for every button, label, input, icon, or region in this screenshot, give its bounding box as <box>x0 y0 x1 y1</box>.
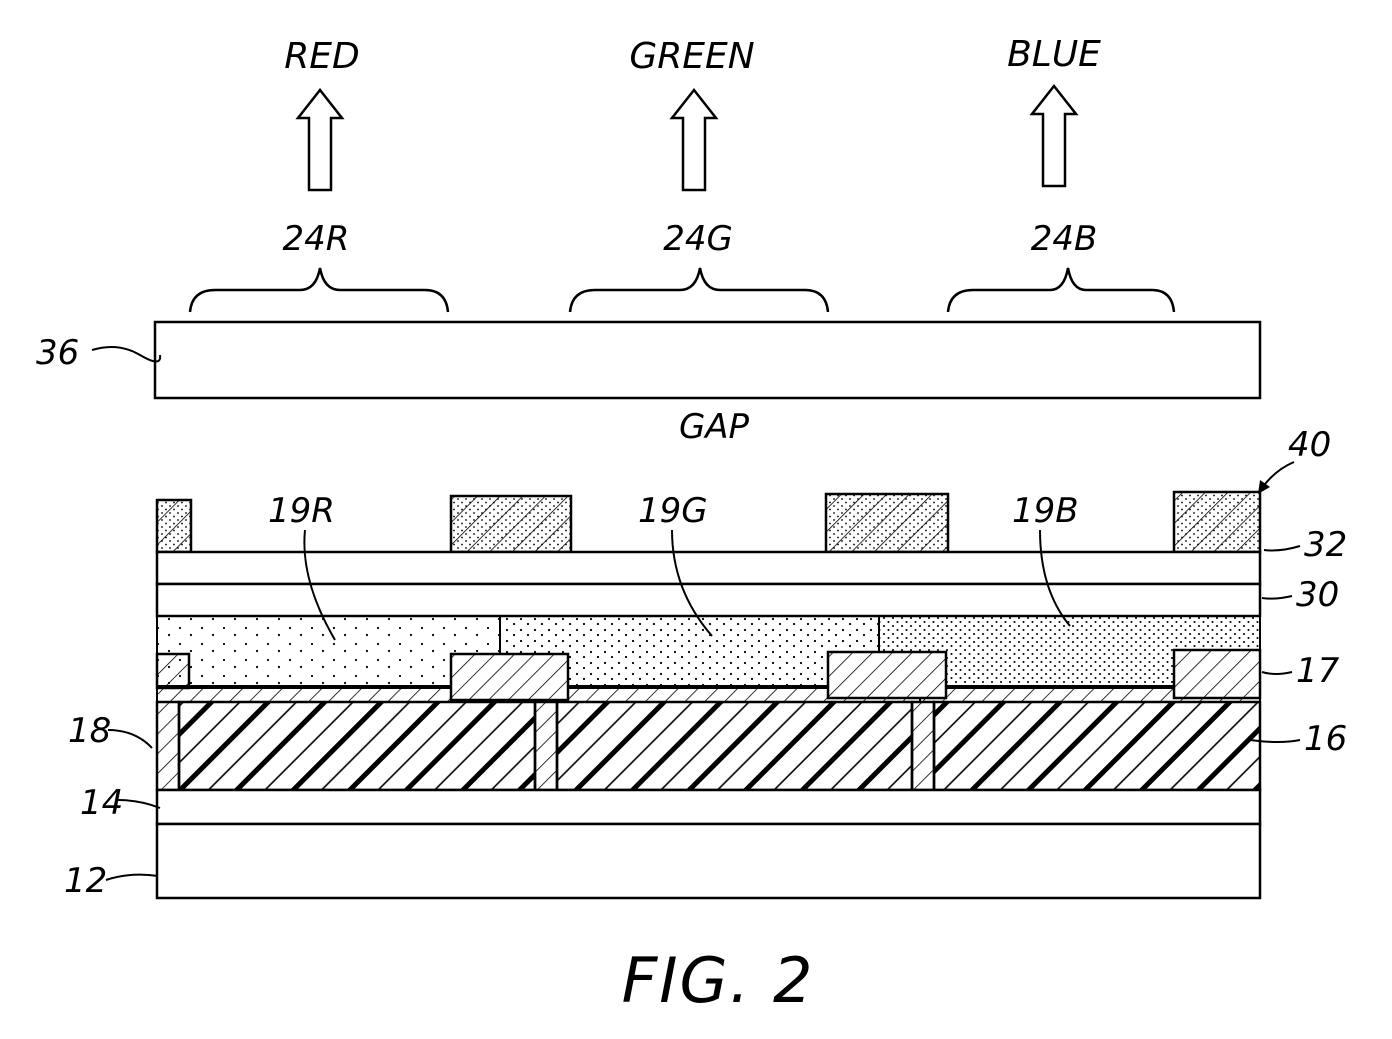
layer-30 <box>157 584 1260 616</box>
leader-line-16 <box>1250 740 1300 742</box>
sidewall-18 <box>535 702 557 790</box>
gap-label: GAP <box>679 407 750 447</box>
emission-label-blue: BLUE <box>1007 34 1101 75</box>
leader-line-30 <box>1262 596 1292 599</box>
region-label-24g: 24G <box>663 219 733 259</box>
ref-label-40: 40 <box>1288 425 1331 465</box>
brace-icon <box>570 268 828 312</box>
brace-icon <box>948 268 1174 312</box>
ref-label-14: 14 <box>80 783 123 823</box>
ref-label-36: 36 <box>36 333 79 373</box>
region-24g: 24G <box>570 219 828 312</box>
top-plate-36 <box>155 322 1260 398</box>
leader-arrow-40 <box>1262 462 1294 488</box>
emission-label-red: RED <box>284 36 359 77</box>
region-label-24b: 24B <box>1031 219 1098 259</box>
up-arrow-icon <box>672 90 716 190</box>
block-16 <box>934 702 1260 790</box>
emission-red: RED <box>284 36 359 190</box>
sidewall-18 <box>157 702 179 790</box>
region-label-24r: 24R <box>283 219 350 259</box>
leader-line-17 <box>1262 672 1292 674</box>
emission-green: GREEN <box>629 36 754 190</box>
organic-label-19g: 19G <box>638 491 708 531</box>
ref-label-18: 18 <box>68 711 111 751</box>
substrate-12 <box>157 824 1260 898</box>
leader-line-36 <box>92 347 160 362</box>
up-arrow-icon <box>298 90 342 190</box>
organic-label-19r: 19R <box>268 491 335 531</box>
leader-line-32 <box>1264 546 1300 551</box>
layer-16-blocks <box>157 702 1260 790</box>
layer-32 <box>157 552 1260 584</box>
ref-label-30: 30 <box>1296 575 1339 615</box>
brace-icon <box>190 268 448 312</box>
leader-line-18 <box>108 730 152 748</box>
ref-label-32: 32 <box>1304 525 1347 565</box>
organic-label-19b: 19B <box>1012 491 1079 531</box>
ref-label-12: 12 <box>64 861 107 901</box>
sidewall-18 <box>912 702 934 790</box>
region-24r: 24R <box>190 219 448 312</box>
layer-14 <box>157 790 1260 824</box>
block-16 <box>557 702 912 790</box>
emission-blue: BLUE <box>1007 34 1101 186</box>
leader-line-12 <box>106 875 158 880</box>
leader-line-14 <box>118 800 160 808</box>
up-arrow-icon <box>1032 86 1076 186</box>
ref-label-16: 16 <box>1304 719 1347 759</box>
ref-label-17: 17 <box>1296 651 1340 691</box>
pillar-block <box>157 654 189 688</box>
block-16 <box>179 702 535 790</box>
region-24b: 24B <box>948 219 1174 312</box>
figure-caption: FIG. 2 <box>622 944 815 1017</box>
arrowhead-icon <box>1258 480 1270 494</box>
emission-label-green: GREEN <box>629 36 754 77</box>
